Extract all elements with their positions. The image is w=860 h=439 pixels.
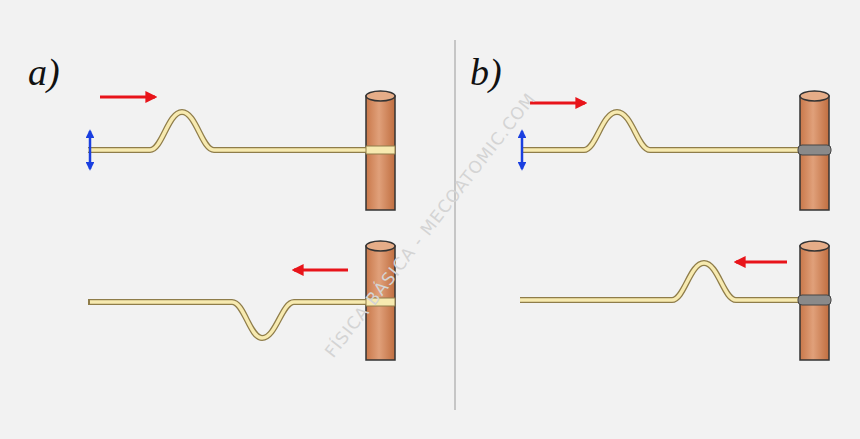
panel-label: a) <box>28 50 60 94</box>
direction-arrow <box>736 261 787 264</box>
direction-arrow <box>294 269 348 272</box>
oscillation-arrow <box>521 131 524 169</box>
rope <box>88 112 380 150</box>
loose-ring <box>798 295 831 305</box>
oscillation-arrow <box>89 131 92 169</box>
panel-divider <box>455 40 456 410</box>
panel-label: b) <box>470 50 502 94</box>
post <box>366 91 395 210</box>
direction-arrow <box>100 96 155 99</box>
rope <box>522 112 814 150</box>
loose-ring <box>798 145 831 155</box>
watermark: FÍSICA BÁSICA - MECOATOMIC.COM <box>320 89 539 362</box>
rope-ring <box>366 146 395 154</box>
rope <box>520 263 814 300</box>
